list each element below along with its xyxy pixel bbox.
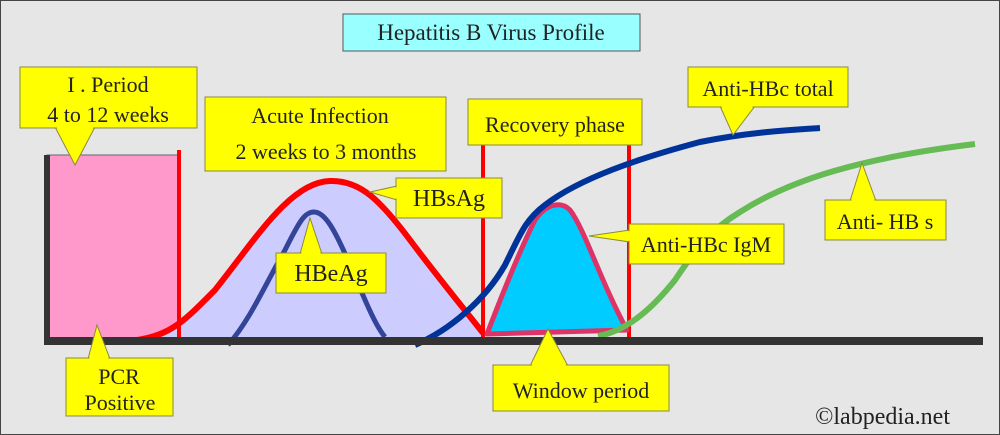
pcr-line2: Positive — [85, 390, 156, 415]
anti-hbc-igm-area — [484, 202, 630, 337]
pcr-line1: PCR — [98, 364, 140, 389]
hbsag-curve — [127, 177, 486, 344]
anti-hbc-total-label: Anti-HBc total — [687, 66, 849, 136]
hbsag-text: HBsAg — [413, 186, 485, 212]
anti-hbs-label: Anti- HB s — [824, 161, 947, 241]
hbeag-label: HBeAg — [275, 216, 387, 294]
watermark-text: ©labpedia.net — [815, 404, 950, 430]
y-axis — [44, 155, 50, 345]
anti-hbc-igm-text: Anti-HBc IgM — [641, 232, 771, 257]
incubation-period-label: I . Period 4 to 12 weeks — [19, 66, 198, 167]
title-text: Hepatitis B Virus Profile — [377, 20, 605, 45]
hbsag-label: HBsAg — [368, 177, 503, 219]
anti-hbc-total-curve — [413, 125, 821, 348]
title-box: Hepatitis B Virus Profile — [342, 13, 641, 52]
recovery-phase-label: Recovery phase — [467, 98, 643, 146]
acute-infection-label: Acute Infection 2 weeks to 3 months — [204, 96, 447, 172]
anti-hbc-total-text: Anti-HBc total — [702, 76, 833, 101]
anti-hbs-text: Anti- HB s — [837, 209, 934, 234]
window-text: Window period — [513, 378, 650, 403]
pcr-positive-label: PCR Positive — [65, 323, 174, 417]
acute-line2: 2 weeks to 3 months — [236, 139, 417, 164]
hbeag-text: HBeAg — [294, 261, 367, 287]
x-axis-baseline — [47, 337, 983, 345]
window-period-label: Window period — [492, 327, 670, 412]
incubation-line2: 4 to 12 weeks — [47, 102, 169, 127]
incubation-line1: I . Period — [67, 72, 148, 97]
recovery-text: Recovery phase — [485, 112, 625, 137]
incubation-period-area — [46, 154, 179, 343]
anti-hbs-curve — [597, 141, 976, 339]
anti-hbc-igm-label: Anti-HBc IgM — [588, 223, 785, 265]
acute-line1: Acute Infection — [251, 103, 388, 128]
